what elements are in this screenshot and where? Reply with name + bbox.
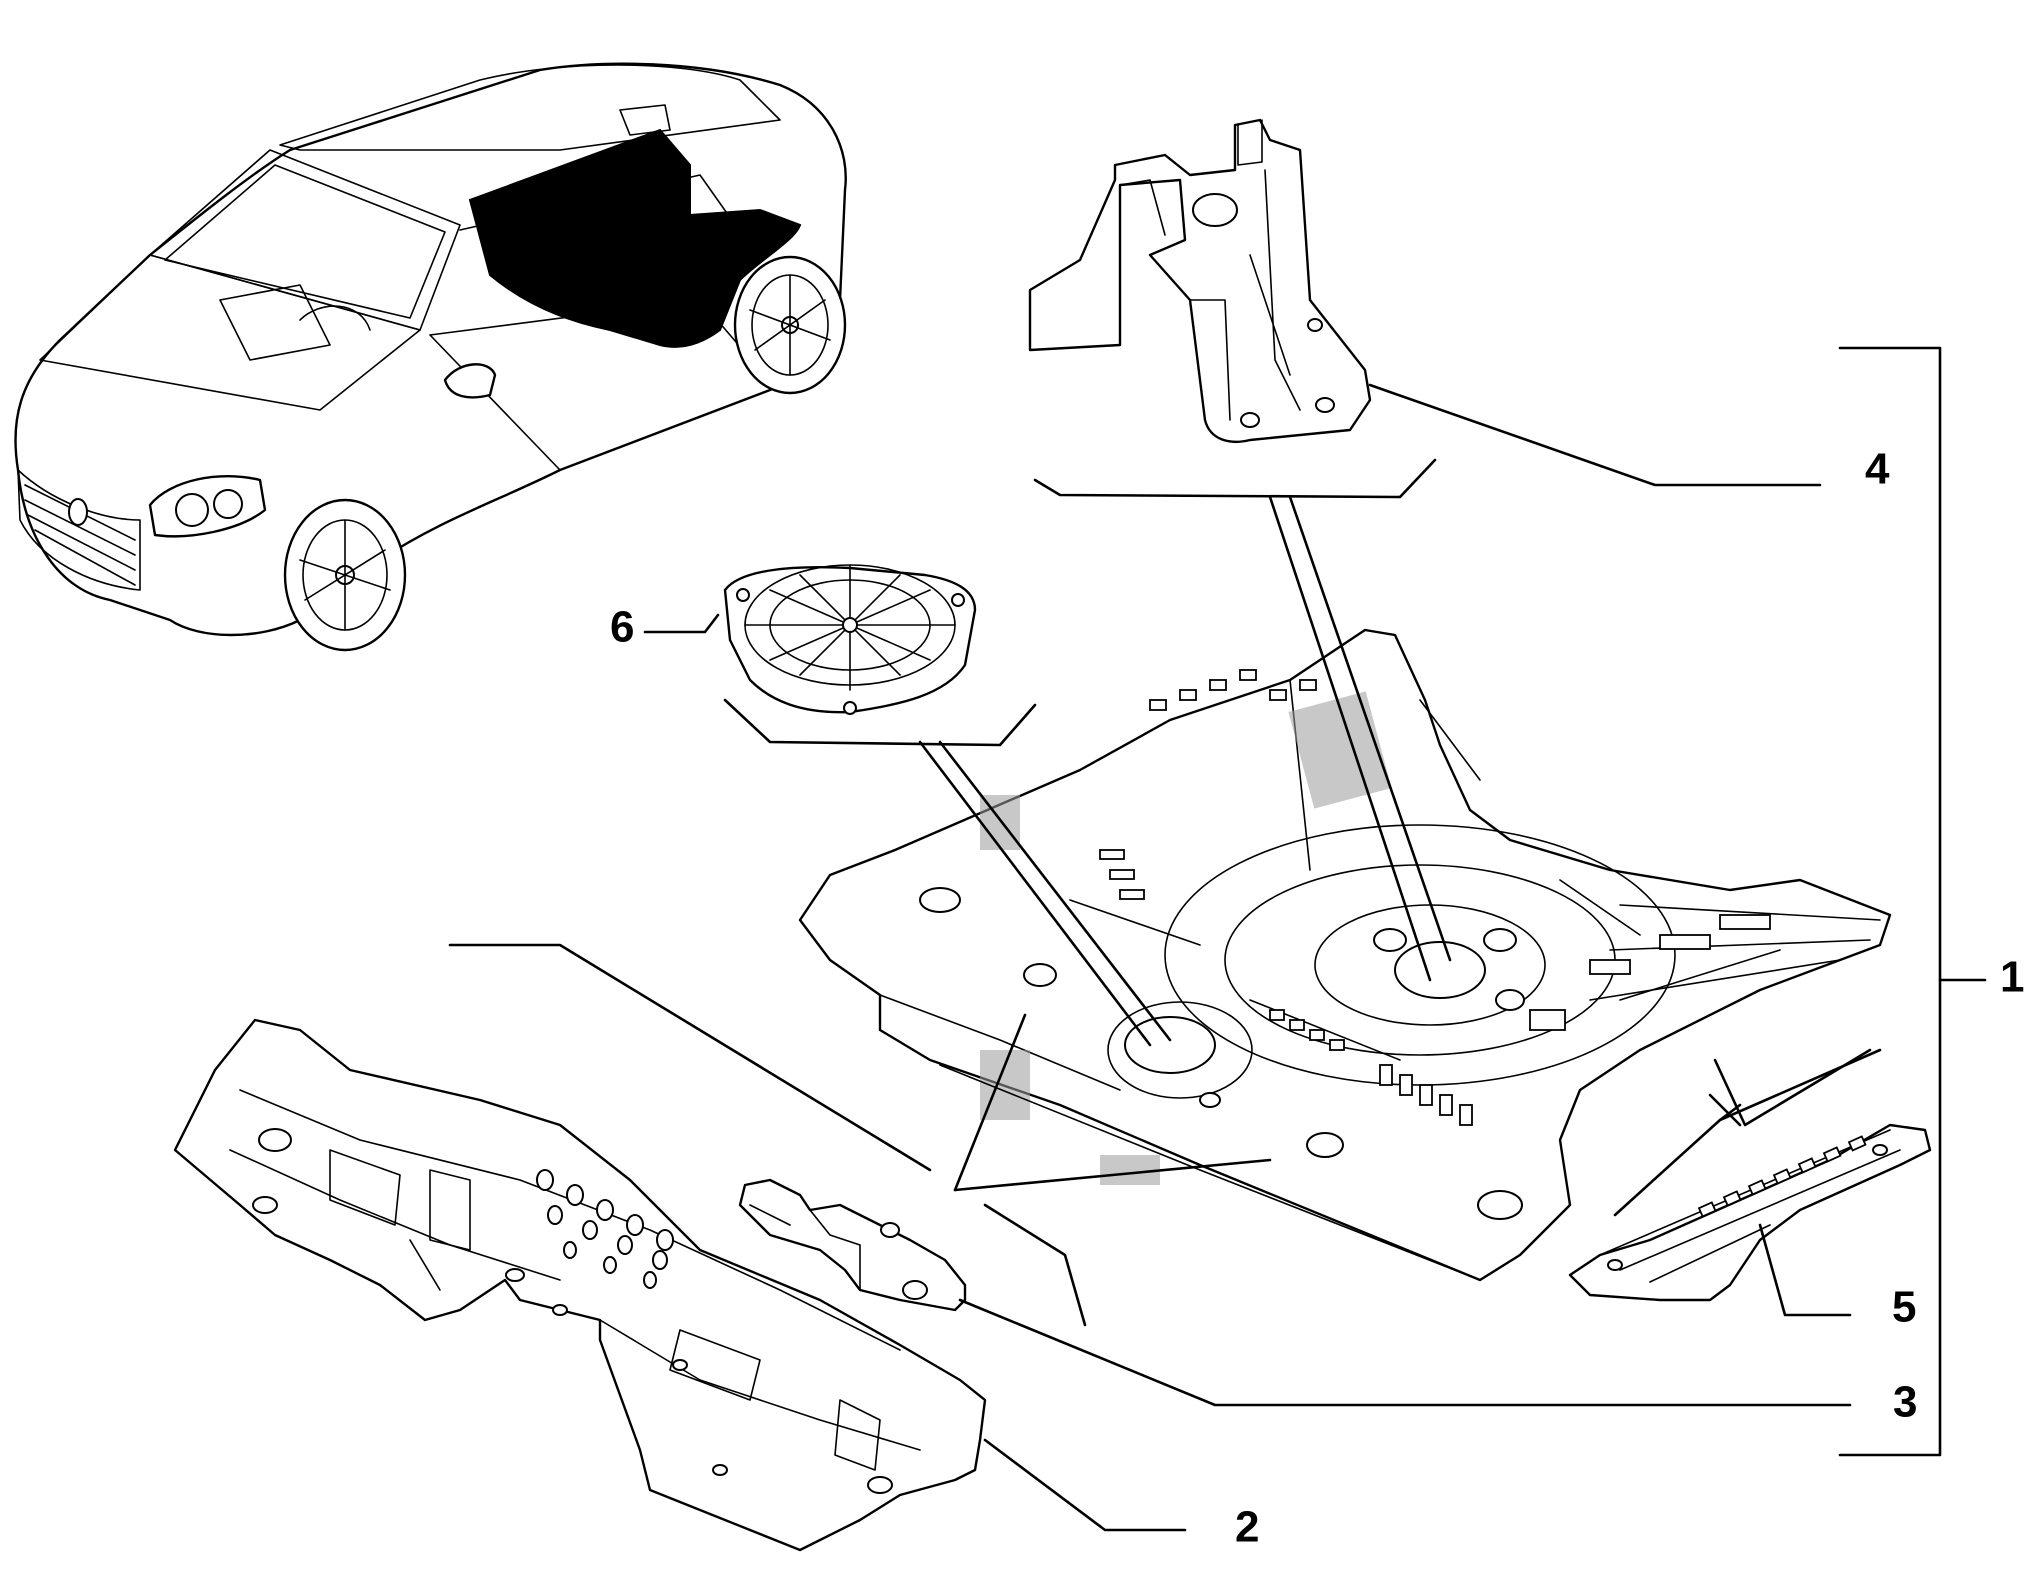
callout-5: 5 bbox=[1892, 1283, 1916, 1332]
leader-lines bbox=[448, 346, 1987, 1532]
part-5-side-rail bbox=[1568, 1123, 1932, 1302]
part-4-bracket bbox=[1028, 118, 1372, 443]
callout-6: 6 bbox=[610, 603, 634, 652]
callout-4: 4 bbox=[1865, 445, 1890, 494]
callout-2: 2 bbox=[1235, 1503, 1259, 1552]
part-rear-floor-pan bbox=[798, 628, 1892, 1282]
part-3-small-bracket bbox=[738, 1178, 967, 1312]
callout-3: 3 bbox=[1893, 1378, 1917, 1427]
part-2-cross-member bbox=[173, 1018, 987, 1552]
part-6-cover bbox=[723, 564, 977, 715]
car-overview bbox=[14, 62, 847, 652]
callout-1: 1 bbox=[2000, 953, 2024, 1002]
